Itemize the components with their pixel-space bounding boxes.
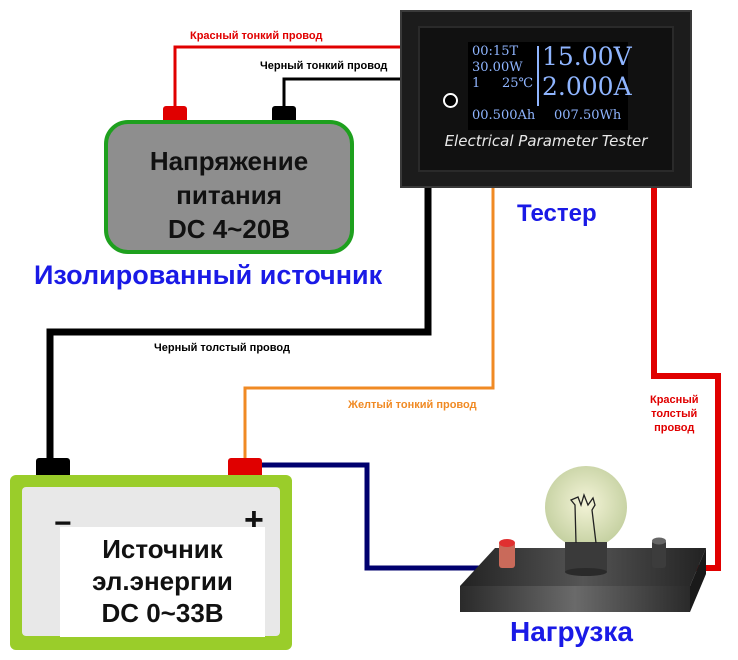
lcd-time: 00:15T xyxy=(472,44,519,59)
tester-caption: Тестер xyxy=(517,200,597,227)
red-thin-wire xyxy=(173,45,402,112)
red-thick-wire-label: Красный толстый провод xyxy=(650,393,698,435)
black-thin-wire xyxy=(282,77,402,112)
lcd-temperature: 25℃ xyxy=(502,76,534,91)
red-thin-wire-label: Красный тонкий провод xyxy=(190,30,323,42)
light-bulb-icon xyxy=(545,466,627,576)
battery-line-3: DC 0~33В xyxy=(101,598,224,628)
red-thick-label-line-2: толстый xyxy=(651,408,698,420)
lcd-divider xyxy=(537,46,539,106)
tester-device: 00:15T 30.00W 1 25℃ 15.00V 2.000A 00.500… xyxy=(400,10,692,188)
lcd-voltage: 15.00V xyxy=(542,42,632,71)
battery-line-2: эл.энергии xyxy=(92,566,233,596)
iso-terminal-positive xyxy=(163,106,187,124)
iso-line-3: DC 4~20В xyxy=(167,214,291,244)
lcd-capacity: 00.500Ah xyxy=(472,108,536,123)
load-caption: Нагрузка xyxy=(510,616,633,647)
power-button-icon xyxy=(443,93,458,108)
yellow-thin-wire xyxy=(243,186,495,460)
red-thick-label-line-1: Красный xyxy=(650,394,699,406)
lcd-current: 2.000A xyxy=(542,72,632,101)
red-thick-label-line-3: провод xyxy=(654,422,695,434)
navy-wire xyxy=(262,462,500,571)
lcd-screen: 00:15T 30.00W 1 25℃ 15.00V 2.000A 00.500… xyxy=(468,42,632,130)
lcd-power: 30.00W xyxy=(472,60,523,75)
lcd-channel: 1 xyxy=(472,76,481,91)
isolated-source-box: Напряжение питания DC 4~20В xyxy=(104,120,354,254)
iso-line-1: Напряжение xyxy=(149,146,309,176)
yellow-thin-wire-label: Желтый тонкий провод xyxy=(348,399,477,411)
load-terminal-negative xyxy=(652,537,666,568)
isolated-source-caption: Изолированный источник xyxy=(34,260,383,290)
power-source-battery: − + Источник эл.энергии DC 0~33В xyxy=(10,475,292,650)
iso-terminal-negative xyxy=(272,106,296,124)
lcd-energy: 007.50Wh xyxy=(554,108,622,123)
iso-line-2: питания xyxy=(176,180,282,210)
black-thick-wire-label: Черный толстый провод xyxy=(154,342,290,354)
black-thin-wire-label: Черный тонкий провод xyxy=(260,60,388,72)
black-thick-wire xyxy=(46,186,432,460)
load-terminal-positive xyxy=(499,539,515,568)
red-thick-wire xyxy=(651,186,721,571)
tester-brand-text: Electrical Parameter Tester xyxy=(444,132,648,150)
battery-line-1: Источник xyxy=(102,534,223,564)
